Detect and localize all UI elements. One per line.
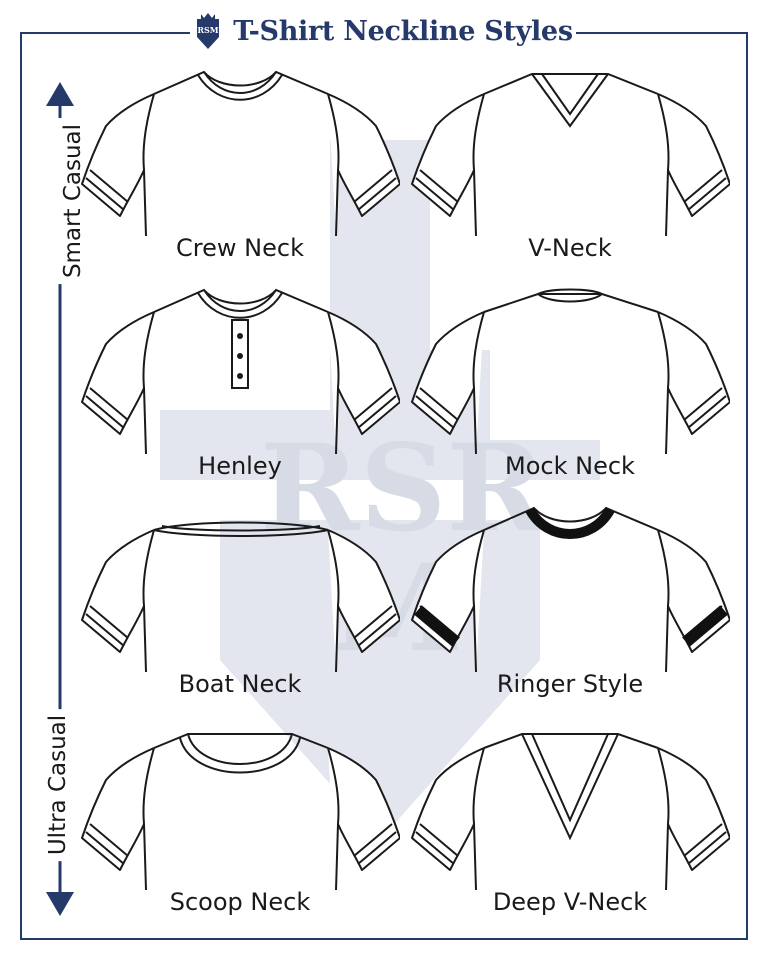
- henley-shirt-icon: [81, 288, 400, 454]
- boat-neck-shirt-icon: [81, 521, 400, 672]
- svg-text:RSM: RSM: [198, 25, 219, 35]
- style-scoop-neck: Scoop Neck: [80, 720, 400, 930]
- style-ringer: Ringer Style: [410, 502, 730, 712]
- deep-v-neck-shirt-icon: [411, 733, 730, 890]
- style-label: Mock Neck: [505, 452, 635, 480]
- style-label: Ringer Style: [496, 670, 644, 698]
- arrow-up-icon: [46, 82, 74, 106]
- ringer-shirt-icon: [411, 506, 730, 672]
- style-crew-neck: Crew Neck: [80, 66, 400, 276]
- style-henley: Henley: [80, 284, 400, 494]
- v-neck-shirt-icon: [411, 73, 730, 236]
- style-label: Deep V-Neck: [492, 888, 648, 916]
- scoop-neck-shirt-icon: [81, 733, 400, 890]
- style-label: Scoop Neck: [169, 888, 311, 916]
- rsm-crest-icon: RSM: [197, 13, 220, 49]
- style-mock-neck: Mock Neck: [410, 284, 730, 494]
- ultra-casual-label: Ultra Casual: [43, 708, 74, 862]
- style-v-neck: V-Neck: [410, 66, 730, 276]
- page-title: T-Shirt Neckline Styles: [233, 15, 573, 47]
- mock-neck-shirt-icon: [411, 288, 730, 454]
- svg-text:RSR: RSR: [260, 418, 547, 559]
- crew-neck-shirt-icon: [81, 70, 400, 236]
- style-label: Boat Neck: [178, 670, 302, 698]
- style-label: Henley: [198, 452, 282, 480]
- style-deep-v-neck: Deep V-Neck: [410, 720, 730, 930]
- style-label: V-Neck: [528, 234, 612, 262]
- style-label: Crew Neck: [176, 234, 304, 262]
- title-banner: RSM T-Shirt Neckline Styles: [190, 8, 576, 54]
- arrow-down-icon: [46, 892, 74, 916]
- style-boat-neck: Boat Neck: [80, 502, 400, 712]
